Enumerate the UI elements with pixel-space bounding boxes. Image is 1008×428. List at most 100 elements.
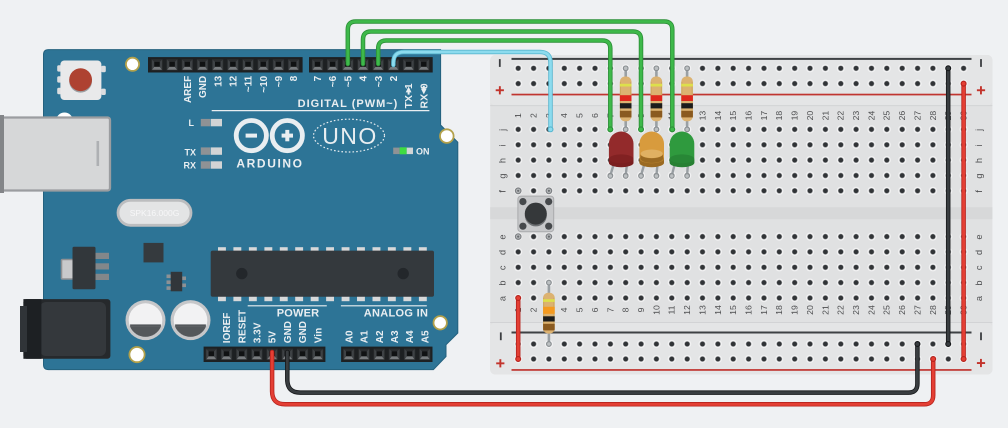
svg-text:27: 27 [913,305,923,315]
svg-text:28: 28 [928,111,938,121]
svg-text:h: h [498,158,508,163]
svg-text:RESET: RESET [237,310,248,343]
svg-text:26: 26 [897,305,907,315]
svg-text:e: e [498,235,508,240]
svg-text:12: 12 [229,75,240,87]
svg-text:28: 28 [928,305,938,315]
svg-text:0: 0 [419,83,430,89]
svg-text:g: g [974,173,984,178]
svg-text:~9: ~9 [274,75,285,87]
svg-text:19: 19 [790,305,800,315]
svg-text:a: a [498,295,508,301]
svg-text:4: 4 [559,307,569,312]
svg-text:UNO: UNO [322,123,378,149]
svg-text:24: 24 [866,111,876,121]
svg-text:3.3V: 3.3V [253,322,264,343]
svg-text:~5: ~5 [343,75,354,87]
svg-text:13: 13 [697,111,707,121]
svg-text:18: 18 [774,111,784,121]
svg-text:e: e [974,235,984,240]
svg-text:16: 16 [744,111,754,121]
svg-text:1: 1 [404,83,415,89]
svg-text:23: 23 [851,111,861,121]
svg-text:17: 17 [759,111,769,121]
svg-text:A5: A5 [420,330,431,343]
svg-text:12: 12 [682,305,692,315]
svg-text:13: 13 [697,305,707,315]
svg-text:b: b [974,281,984,286]
svg-text:4: 4 [359,75,370,81]
svg-text:TX: TX [184,147,196,157]
svg-text:26: 26 [897,111,907,121]
svg-text:2: 2 [389,75,400,81]
svg-text:21: 21 [820,111,830,121]
svg-text:20: 20 [805,305,815,315]
svg-text:i: i [974,144,984,146]
svg-text:AREF: AREF [183,76,194,103]
svg-text:j: j [974,129,984,132]
svg-text:14: 14 [713,111,723,121]
svg-text:8: 8 [621,307,631,312]
svg-text:f: f [498,190,508,193]
svg-text:5: 5 [575,113,585,118]
svg-text:POWER: POWER [277,307,320,319]
svg-text:f: f [974,190,984,193]
svg-text:g: g [498,173,508,178]
svg-text:9: 9 [636,307,646,312]
svg-text:23: 23 [851,305,861,315]
svg-text:15: 15 [728,305,738,315]
svg-text:ON: ON [416,147,430,157]
svg-text:8: 8 [289,75,300,81]
svg-text:A0: A0 [344,330,355,343]
svg-text:d: d [498,250,508,255]
svg-text:24: 24 [866,305,876,315]
svg-text:~6: ~6 [328,75,339,87]
svg-text:ANALOG IN: ANALOG IN [364,307,428,319]
svg-text:i: i [498,144,508,146]
svg-text:7: 7 [313,75,324,81]
svg-text:~11: ~11 [244,75,255,92]
svg-text:18: 18 [774,305,784,315]
svg-text:a: a [974,295,984,301]
svg-text:13: 13 [213,75,224,87]
svg-text:A3: A3 [390,330,401,343]
svg-text:27: 27 [913,111,923,121]
svg-text:ARDUINO: ARDUINO [236,157,303,171]
svg-text:IOREF: IOREF [222,313,233,344]
svg-text:7: 7 [605,307,615,312]
svg-text:Vin: Vin [313,328,324,343]
svg-text:21: 21 [820,305,830,315]
svg-text:A4: A4 [405,330,416,343]
svg-text:TX: TX [403,95,415,108]
svg-text:4: 4 [559,113,569,118]
svg-text:c: c [974,265,984,270]
svg-text:15: 15 [728,111,738,121]
svg-text:b: b [498,281,508,286]
svg-text:2: 2 [529,307,539,312]
svg-text:c: c [498,265,508,270]
svg-text:6: 6 [590,113,600,118]
svg-text:GND: GND [283,321,294,343]
svg-text:14: 14 [713,305,723,315]
svg-text:25: 25 [882,305,892,315]
svg-text:22: 22 [836,305,846,315]
svg-text:17: 17 [759,305,769,315]
svg-text:25: 25 [882,111,892,121]
svg-text:20: 20 [805,111,815,121]
svg-text:j: j [498,129,508,132]
svg-text:~3: ~3 [374,75,385,87]
svg-text:h: h [974,158,984,163]
svg-text:RX: RX [418,94,430,109]
svg-text:19: 19 [790,111,800,121]
svg-text:RX: RX [183,160,196,170]
svg-text:6: 6 [590,307,600,312]
svg-text:1: 1 [513,113,523,118]
svg-text:L: L [189,118,195,128]
svg-text:5: 5 [575,307,585,312]
svg-text:10: 10 [651,305,661,315]
svg-text:16: 16 [744,305,754,315]
svg-text:d: d [974,250,984,255]
svg-text:A2: A2 [375,330,386,343]
svg-text:GND: GND [298,321,309,343]
svg-text:GND: GND [198,76,209,98]
